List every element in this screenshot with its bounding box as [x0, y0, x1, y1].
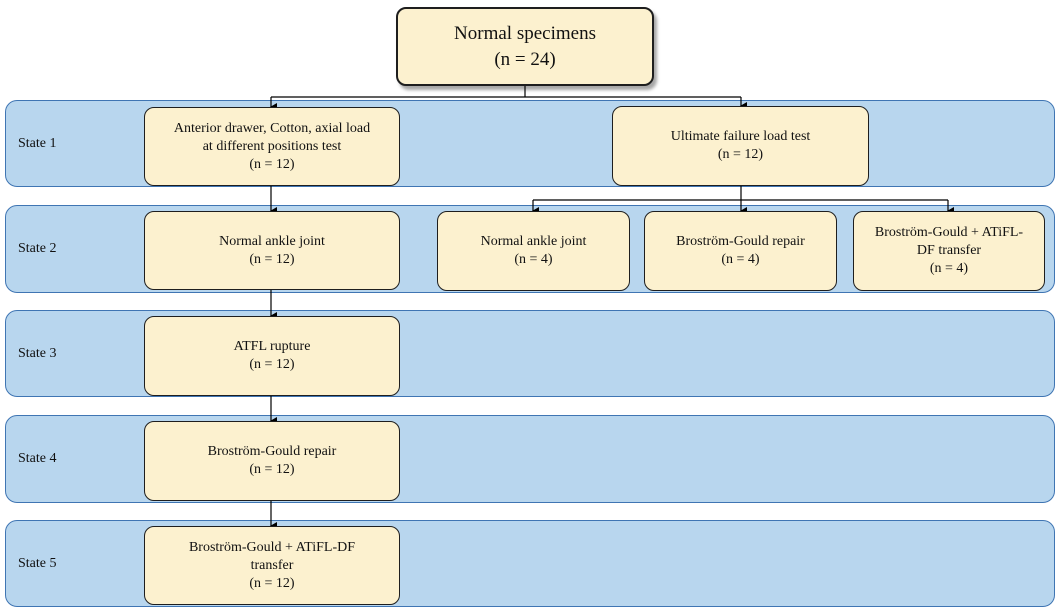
box-line: Ultimate failure load test — [670, 129, 811, 144]
box-line: Broström-Gould repair — [207, 444, 337, 459]
box-line: Broström-Gould + ATiFL- — [874, 225, 1024, 240]
box-count: (n = 12) — [249, 251, 295, 267]
box-line: Anterior drawer, Cotton, axial load — [173, 120, 371, 136]
atfl-rupture-box: ATFL rupture (n = 12) — [144, 316, 400, 396]
normal-ankle-joint-box: Normal ankle joint (n = 12) — [144, 211, 400, 290]
state-label: State 4 — [18, 451, 57, 466]
state-label: State 1 — [18, 135, 57, 151]
state-label: State 3 — [18, 345, 57, 361]
ultimate-failure-load-box: Ultimate failure load test (n = 12) — [612, 106, 869, 186]
box-line: transfer — [250, 557, 294, 573]
brostrom-gould-atifl-transfer-n4-box: Broström-Gould + ATiFL- DF transfer (n =… — [853, 211, 1045, 291]
brostrom-gould-atifl-transfer-box: Broström-Gould + ATiFL-DF transfer (n = … — [144, 526, 400, 605]
box-count: (n = 12) — [249, 462, 295, 477]
box-line: Broström-Gould repair — [676, 234, 805, 249]
anterior-drawer-test-box: Anterior drawer, Cotton, axial load at d… — [144, 107, 400, 186]
box-count: (n = 24) — [494, 48, 556, 70]
box-count: (n = 12) — [249, 357, 295, 372]
box-count: (n = 12) — [249, 156, 295, 172]
box-line: Broström-Gould + ATiFL-DF — [188, 539, 356, 555]
brostrom-gould-repair-n4-box: Broström-Gould repair (n = 4) — [644, 211, 837, 291]
box-count: (n = 12) — [249, 575, 295, 591]
normal-ankle-joint-n4-box: Normal ankle joint (n = 4) — [437, 211, 630, 291]
state-label: State 2 — [18, 241, 57, 256]
normal-specimens-box: Normal specimens (n = 24) — [396, 7, 654, 86]
box-count: (n = 4) — [514, 252, 553, 267]
box-line: DF transfer — [916, 243, 982, 258]
box-line: Normal ankle joint — [219, 233, 325, 249]
state-label: State 5 — [18, 555, 57, 571]
box-line: Normal ankle joint — [480, 234, 587, 249]
box-count: (n = 12) — [717, 147, 764, 162]
box-count: (n = 4) — [929, 261, 969, 276]
box-title: Normal specimens — [454, 22, 596, 44]
box-line: at different positions test — [202, 138, 342, 154]
box-count: (n = 4) — [721, 252, 760, 267]
brostrom-gould-repair-box: Broström-Gould repair (n = 12) — [144, 421, 400, 501]
box-line: ATFL rupture — [233, 339, 311, 354]
